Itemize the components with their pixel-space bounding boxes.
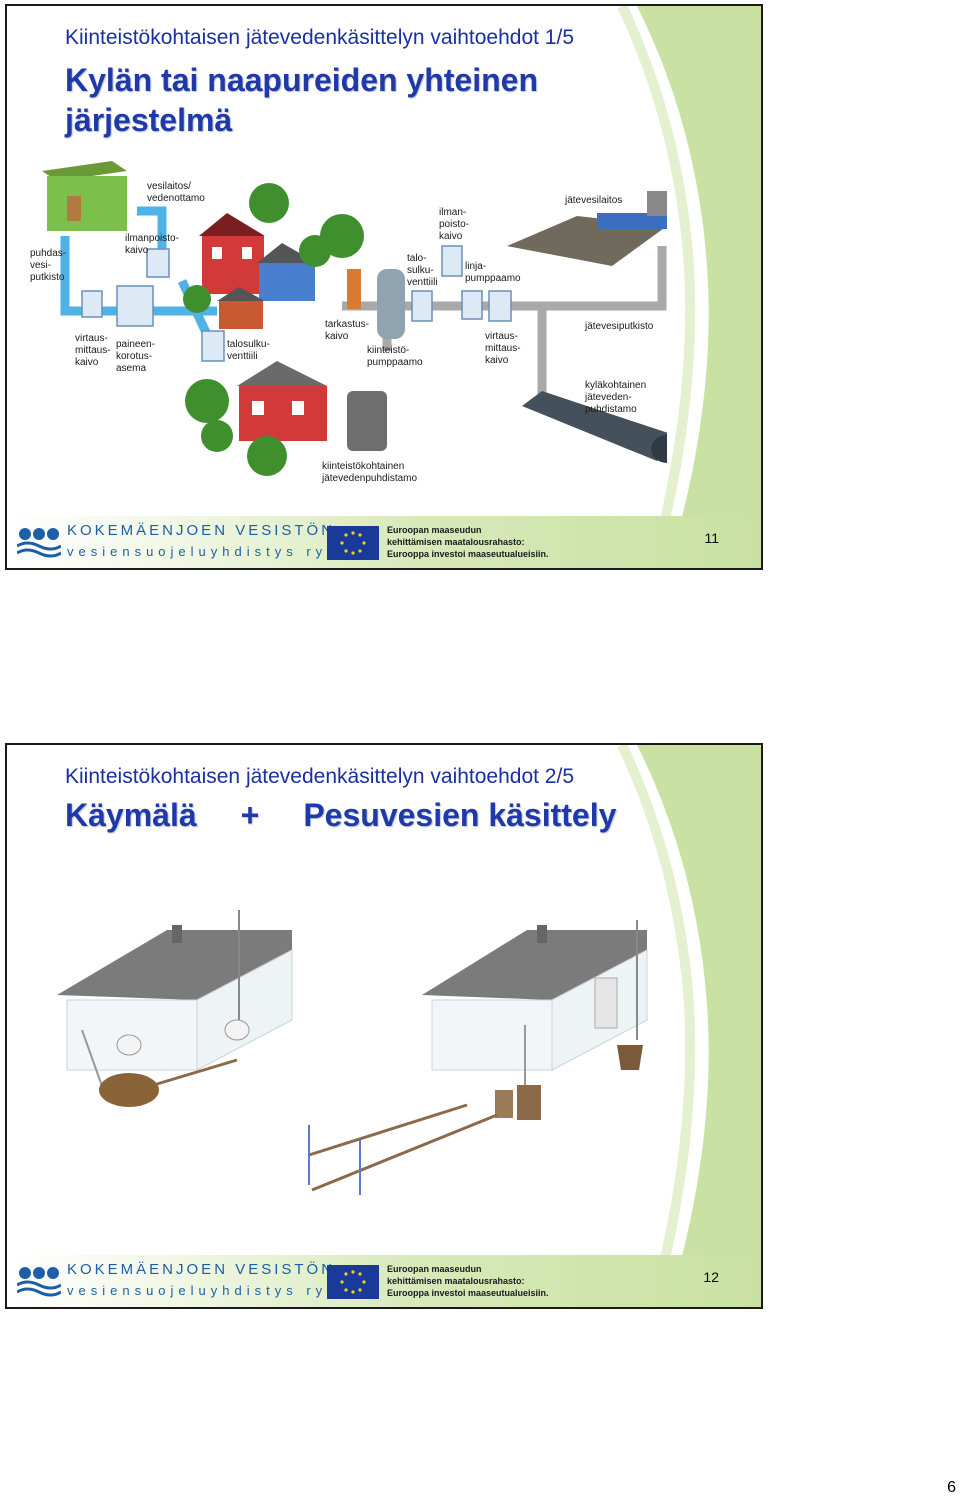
right-house [308, 920, 648, 1195]
village-treatment-plant [522, 391, 667, 463]
label-vesilaitos: vesilaitos/ [147, 181, 191, 192]
svg-text:venttiili: venttiili [407, 277, 438, 288]
svg-text:kaivo: kaivo [325, 331, 349, 342]
label-jatevesilaitos: jätevesilaitos [564, 195, 622, 206]
label-talosulkuventtiili: talosulku- [227, 339, 270, 350]
org-name: KOKEMÄENJOEN VESISTÖN [67, 1261, 336, 1278]
svg-text:jäteveden-: jäteveden- [584, 392, 632, 403]
wave-logo-icon [17, 1267, 61, 1297]
trees [183, 183, 364, 476]
svg-text:vedenottamo: vedenottamo [147, 193, 205, 204]
village-system-illustration: vesilaitos/ vedenottamo ilmanpoisto- kai… [30, 161, 667, 484]
label-kiinteistokohtainen-puhdistamo: kiinteistökohtainen [322, 461, 404, 472]
property-pump [347, 269, 405, 339]
label-kiinteistopumppaamo: kiinteistö- [367, 345, 409, 356]
slide-subtitle: Kiinteistökohtaisen jätevedenkäsittelyn … [65, 765, 575, 788]
label-virtausmittauskaivo-2: virtaus- [485, 331, 518, 342]
slide-subtitle: Kiinteistökohtaisen jätevedenkäsittelyn … [65, 26, 575, 49]
svg-text:mittaus-: mittaus- [485, 343, 521, 354]
label-linjapumppaamo: linja- [465, 261, 486, 272]
slide-page-number: 12 [703, 1269, 719, 1285]
eu-funding-text: Euroopan maaseudun kehittämisen maatalou… [387, 1264, 549, 1298]
small-house [217, 287, 265, 329]
red-house-1 [199, 213, 265, 294]
label-ilmanpoistokaivo: ilmanpoisto- [125, 233, 179, 244]
label-kylakohtainen-puhdistamo: kyläkohtainen [585, 380, 646, 391]
label-puhdasvesiputkisto: puhdas- [30, 248, 66, 259]
svg-text:kaivo: kaivo [75, 357, 99, 368]
svg-text:pumppaamo: pumppaamo [367, 357, 423, 368]
slide-2: Kiinteistökohtaisen jätevedenkäsittelyn … [5, 743, 763, 1309]
left-house [57, 910, 293, 1107]
org-subname: vesiensuojeluyhdistys ry [67, 1283, 328, 1298]
svg-text:kaivo: kaivo [125, 245, 149, 256]
slide-footer: KOKEMÄENJOEN VESISTÖN vesiensuojeluyhdis… [7, 516, 761, 568]
slide-footer: KOKEMÄENJOEN VESISTÖN vesiensuojeluyhdis… [7, 1255, 761, 1307]
wave-logo-icon [17, 528, 61, 558]
waterworks-building [42, 161, 127, 231]
org-subname: vesiensuojeluyhdistys ry [67, 544, 328, 559]
slide-page-number: 11 [704, 530, 719, 546]
org-name: KOKEMÄENJOEN VESISTÖN [67, 522, 336, 539]
svg-text:venttiili: venttiili [227, 351, 258, 362]
eu-funding-text: Euroopan maaseudun kehittämisen maatalou… [387, 525, 549, 559]
label-ilmanpoistokaivo-2: ilman- [439, 207, 466, 218]
eu-flag-icon [327, 1265, 379, 1299]
diagram-labels: vesilaitos/ vedenottamo ilmanpoisto- kai… [30, 181, 654, 484]
green-swoosh-decoration [617, 6, 761, 568]
green-swoosh-decoration [617, 745, 761, 1307]
blue-house [257, 243, 317, 301]
svg-text:korotus-: korotus- [116, 351, 152, 362]
toilet-greywater-illustration [57, 910, 648, 1195]
eu-flag-icon [327, 526, 379, 560]
label-virtausmittauskaivo: virtaus- [75, 333, 108, 344]
title-plus: + [240, 797, 260, 833]
svg-text:kaivo: kaivo [485, 355, 509, 366]
label-jatevesiputkisto: jätevesiputkisto [584, 321, 654, 332]
title-left: Käymälä [65, 797, 197, 833]
svg-text:pumppaamo: pumppaamo [465, 273, 521, 284]
pdf-page-number: 6 [947, 1479, 956, 1496]
svg-text:poisto-: poisto- [439, 219, 469, 230]
red-house-2 [237, 361, 327, 441]
wastewater-plant [507, 191, 667, 266]
svg-text:asema: asema [116, 363, 146, 374]
slide-title: Kylän tai naapureiden yhteinen järjestel… [65, 62, 538, 138]
equipment-boxes [81, 245, 512, 362]
svg-text:kaivo: kaivo [439, 231, 463, 242]
slide-title: Käymälä + Pesuvesien käsittely [65, 795, 616, 835]
svg-text:vesi-: vesi- [30, 260, 51, 271]
label-talosulkuventtiili-2: talo- [407, 253, 426, 264]
label-paineenkorotusasema: paineen- [116, 339, 155, 350]
label-tarkastuskaivo: tarkastus- [325, 319, 369, 330]
svg-text:sulku-: sulku- [407, 265, 434, 276]
title-right: Pesuvesien käsittely [303, 797, 617, 833]
property-treatment-plant [347, 391, 387, 451]
slide-1: Kiinteistökohtaisen jätevedenkäsittelyn … [5, 4, 763, 570]
svg-text:putkisto: putkisto [30, 272, 65, 283]
svg-text:jätevedenpuhdistamo: jätevedenpuhdistamo [321, 473, 418, 484]
svg-text:mittaus-: mittaus- [75, 345, 111, 356]
svg-text:puhdistamo: puhdistamo [585, 404, 637, 415]
